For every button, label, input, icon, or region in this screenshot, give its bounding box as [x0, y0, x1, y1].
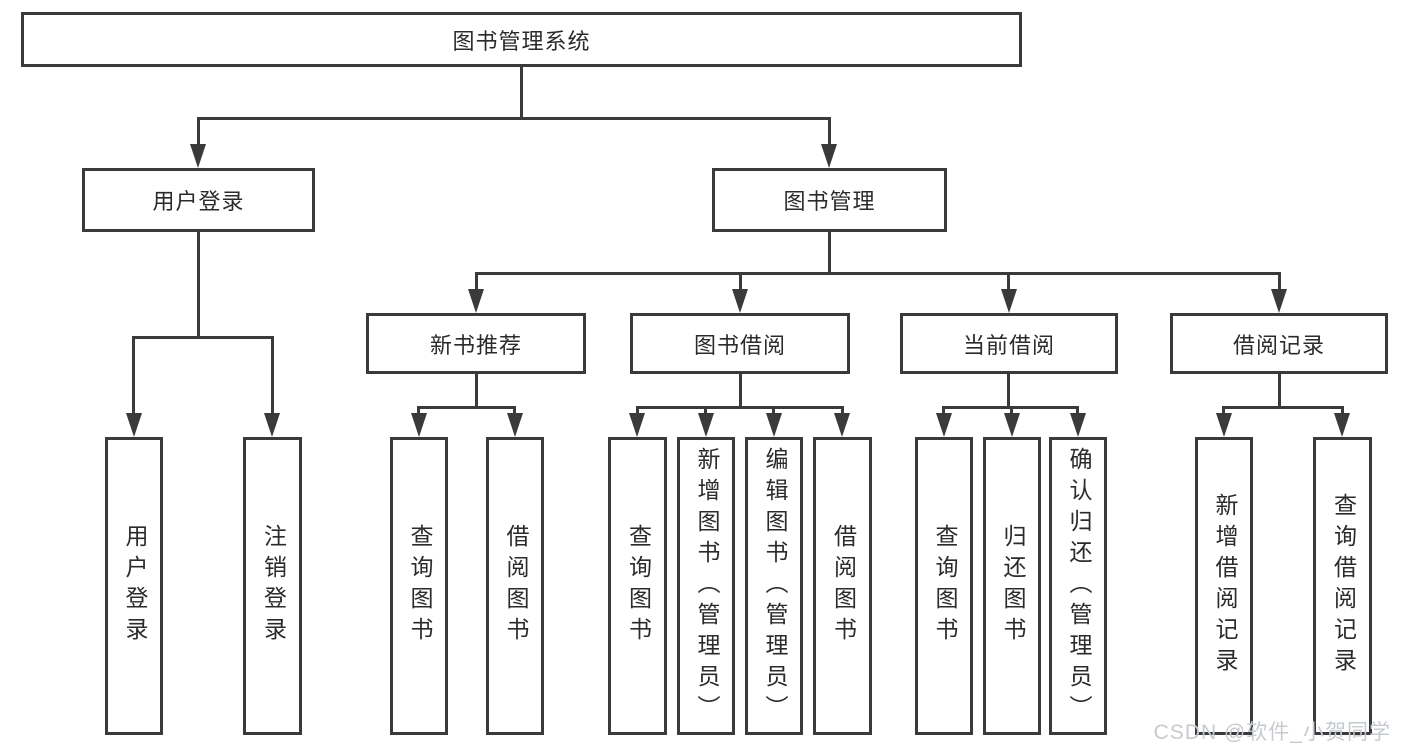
edge-recommend-rail [417, 406, 516, 409]
leaf-recommend-query-books-label: 查询图书 [407, 524, 432, 648]
node-new-book-recommend: 新书推荐 [366, 313, 586, 374]
leaf-current-return-books-label: 归还图书 [1000, 524, 1025, 648]
leaf-current-confirm-return-admin-label: 确认归还（管理员） [1066, 446, 1091, 726]
arrowhead-borrowing-borrow [834, 413, 850, 437]
edge-to-leaf-logout [271, 336, 274, 416]
leaf-recommend-query-books: 查询图书 [390, 437, 448, 735]
edge-book-management-stem [828, 232, 831, 275]
edge-to-recommend-query [417, 406, 420, 416]
leaf-recommend-borrow-books: 借阅图书 [486, 437, 544, 735]
edge-to-leaf-login [132, 336, 135, 416]
edge-user-login-rail [132, 336, 274, 339]
edge-borrowing-rail [636, 406, 844, 409]
leaf-records-query-borrow-record-label: 查询借阅记录 [1330, 493, 1356, 679]
node-root-label: 图书管理系统 [452, 28, 591, 54]
leaf-borrowing-add-books-admin: 新增图书（管理员） [677, 437, 735, 735]
node-current-borrowing: 当前借阅 [900, 313, 1118, 374]
leaf-borrowing-borrow-books-label: 借阅图书 [830, 524, 856, 648]
arrowhead-records-query [1334, 413, 1350, 437]
node-book-borrowing: 图书借阅 [630, 313, 850, 374]
edge-records-stem [1278, 373, 1281, 409]
edge-to-current-borrowing [1007, 272, 1010, 295]
node-root: 图书管理系统 [21, 12, 1022, 67]
leaf-current-query-books-label: 查询图书 [932, 524, 957, 648]
leaf-borrowing-borrow-books: 借阅图书 [813, 437, 872, 735]
arrowhead-recommend-query [411, 413, 427, 437]
arrowhead-leaf-logout [264, 413, 280, 437]
leaf-recommend-borrow-books-label: 借阅图书 [503, 524, 528, 648]
edge-to-user-login [197, 117, 200, 150]
node-current-borrowing-label: 当前借阅 [962, 332, 1055, 358]
edge-to-book-management [828, 117, 831, 150]
edge-to-current-query [942, 406, 945, 416]
edge-borrowing-stem [739, 373, 742, 409]
node-new-book-recommend-label: 新书推荐 [429, 332, 522, 358]
leaf-records-query-borrow-record: 查询借阅记录 [1313, 437, 1372, 735]
leaf-borrowing-query-books-label: 查询图书 [625, 524, 651, 648]
node-borrow-records: 借阅记录 [1170, 313, 1388, 374]
edge-current-stem [1007, 373, 1010, 409]
node-user-login-label: 用户登录 [152, 189, 245, 214]
edge-to-recommend-borrow [513, 406, 516, 416]
arrowhead-current-borrowing [1001, 289, 1017, 313]
leaf-logout: 注销登录 [243, 437, 302, 735]
edge-to-borrow-records [1278, 272, 1281, 295]
leaf-current-confirm-return-admin: 确认归还（管理员） [1049, 437, 1107, 735]
arrowhead-new-book-recommend [468, 289, 484, 313]
arrowhead-book-management [821, 144, 837, 168]
edge-root-stem [520, 67, 523, 120]
edge-to-borrowing-borrow [841, 406, 844, 416]
arrowhead-current-confirm [1070, 413, 1086, 437]
arrowhead-book-borrowing [732, 289, 748, 313]
leaf-borrowing-query-books: 查询图书 [608, 437, 667, 735]
edge-user-login-stem [197, 232, 200, 339]
edge-level1-rail [197, 117, 831, 120]
edge-to-current-confirm [1076, 406, 1079, 416]
node-book-borrowing-label: 图书借阅 [693, 332, 786, 358]
leaf-borrowing-edit-books-admin: 编辑图书（管理员） [745, 437, 803, 735]
node-user-login: 用户登录 [82, 168, 315, 232]
edge-to-records-query [1341, 406, 1344, 416]
leaf-records-add-borrow-record: 新增借阅记录 [1195, 437, 1253, 735]
arrowhead-borrowing-add [698, 413, 714, 437]
edge-to-borrowing-add [704, 406, 707, 416]
csdn-watermark: CSDN @软件_小贺同学 [1153, 721, 1391, 744]
edge-to-book-borrowing [739, 272, 742, 295]
edge-to-new-book-recommend [475, 272, 478, 295]
edge-records-rail [1222, 406, 1344, 409]
leaf-borrowing-add-books-admin-label: 新增图书（管理员） [694, 446, 719, 726]
leaf-current-return-books: 归还图书 [983, 437, 1041, 735]
arrowhead-borrow-records [1271, 289, 1287, 313]
arrowhead-user-login [190, 144, 206, 168]
arrowhead-leaf-login [126, 413, 142, 437]
edge-recommend-stem [475, 373, 478, 409]
edge-to-records-add [1222, 406, 1225, 416]
leaf-current-query-books: 查询图书 [915, 437, 973, 735]
leaf-logout-label: 注销登录 [260, 524, 286, 648]
arrowhead-current-return [1004, 413, 1020, 437]
edge-to-borrowing-edit [772, 406, 775, 416]
leaf-user-login: 用户登录 [105, 437, 163, 735]
edge-level2-rail [475, 272, 1281, 275]
leaf-user-login-label: 用户登录 [122, 524, 147, 648]
arrowhead-current-query [936, 413, 952, 437]
arrowhead-borrowing-edit [766, 413, 782, 437]
leaf-borrowing-edit-books-admin-label: 编辑图书（管理员） [762, 446, 787, 726]
node-book-management-label: 图书管理 [783, 189, 876, 214]
arrowhead-recommend-borrow [507, 413, 523, 437]
arrowhead-borrowing-query [629, 413, 645, 437]
node-borrow-records-label: 借阅记录 [1232, 332, 1325, 358]
edge-to-current-return [1010, 406, 1013, 416]
edge-to-borrowing-query [636, 406, 639, 416]
leaf-records-add-borrow-record-label: 新增借阅记录 [1212, 493, 1237, 679]
arrowhead-records-add [1216, 413, 1232, 437]
node-book-management: 图书管理 [712, 168, 947, 232]
